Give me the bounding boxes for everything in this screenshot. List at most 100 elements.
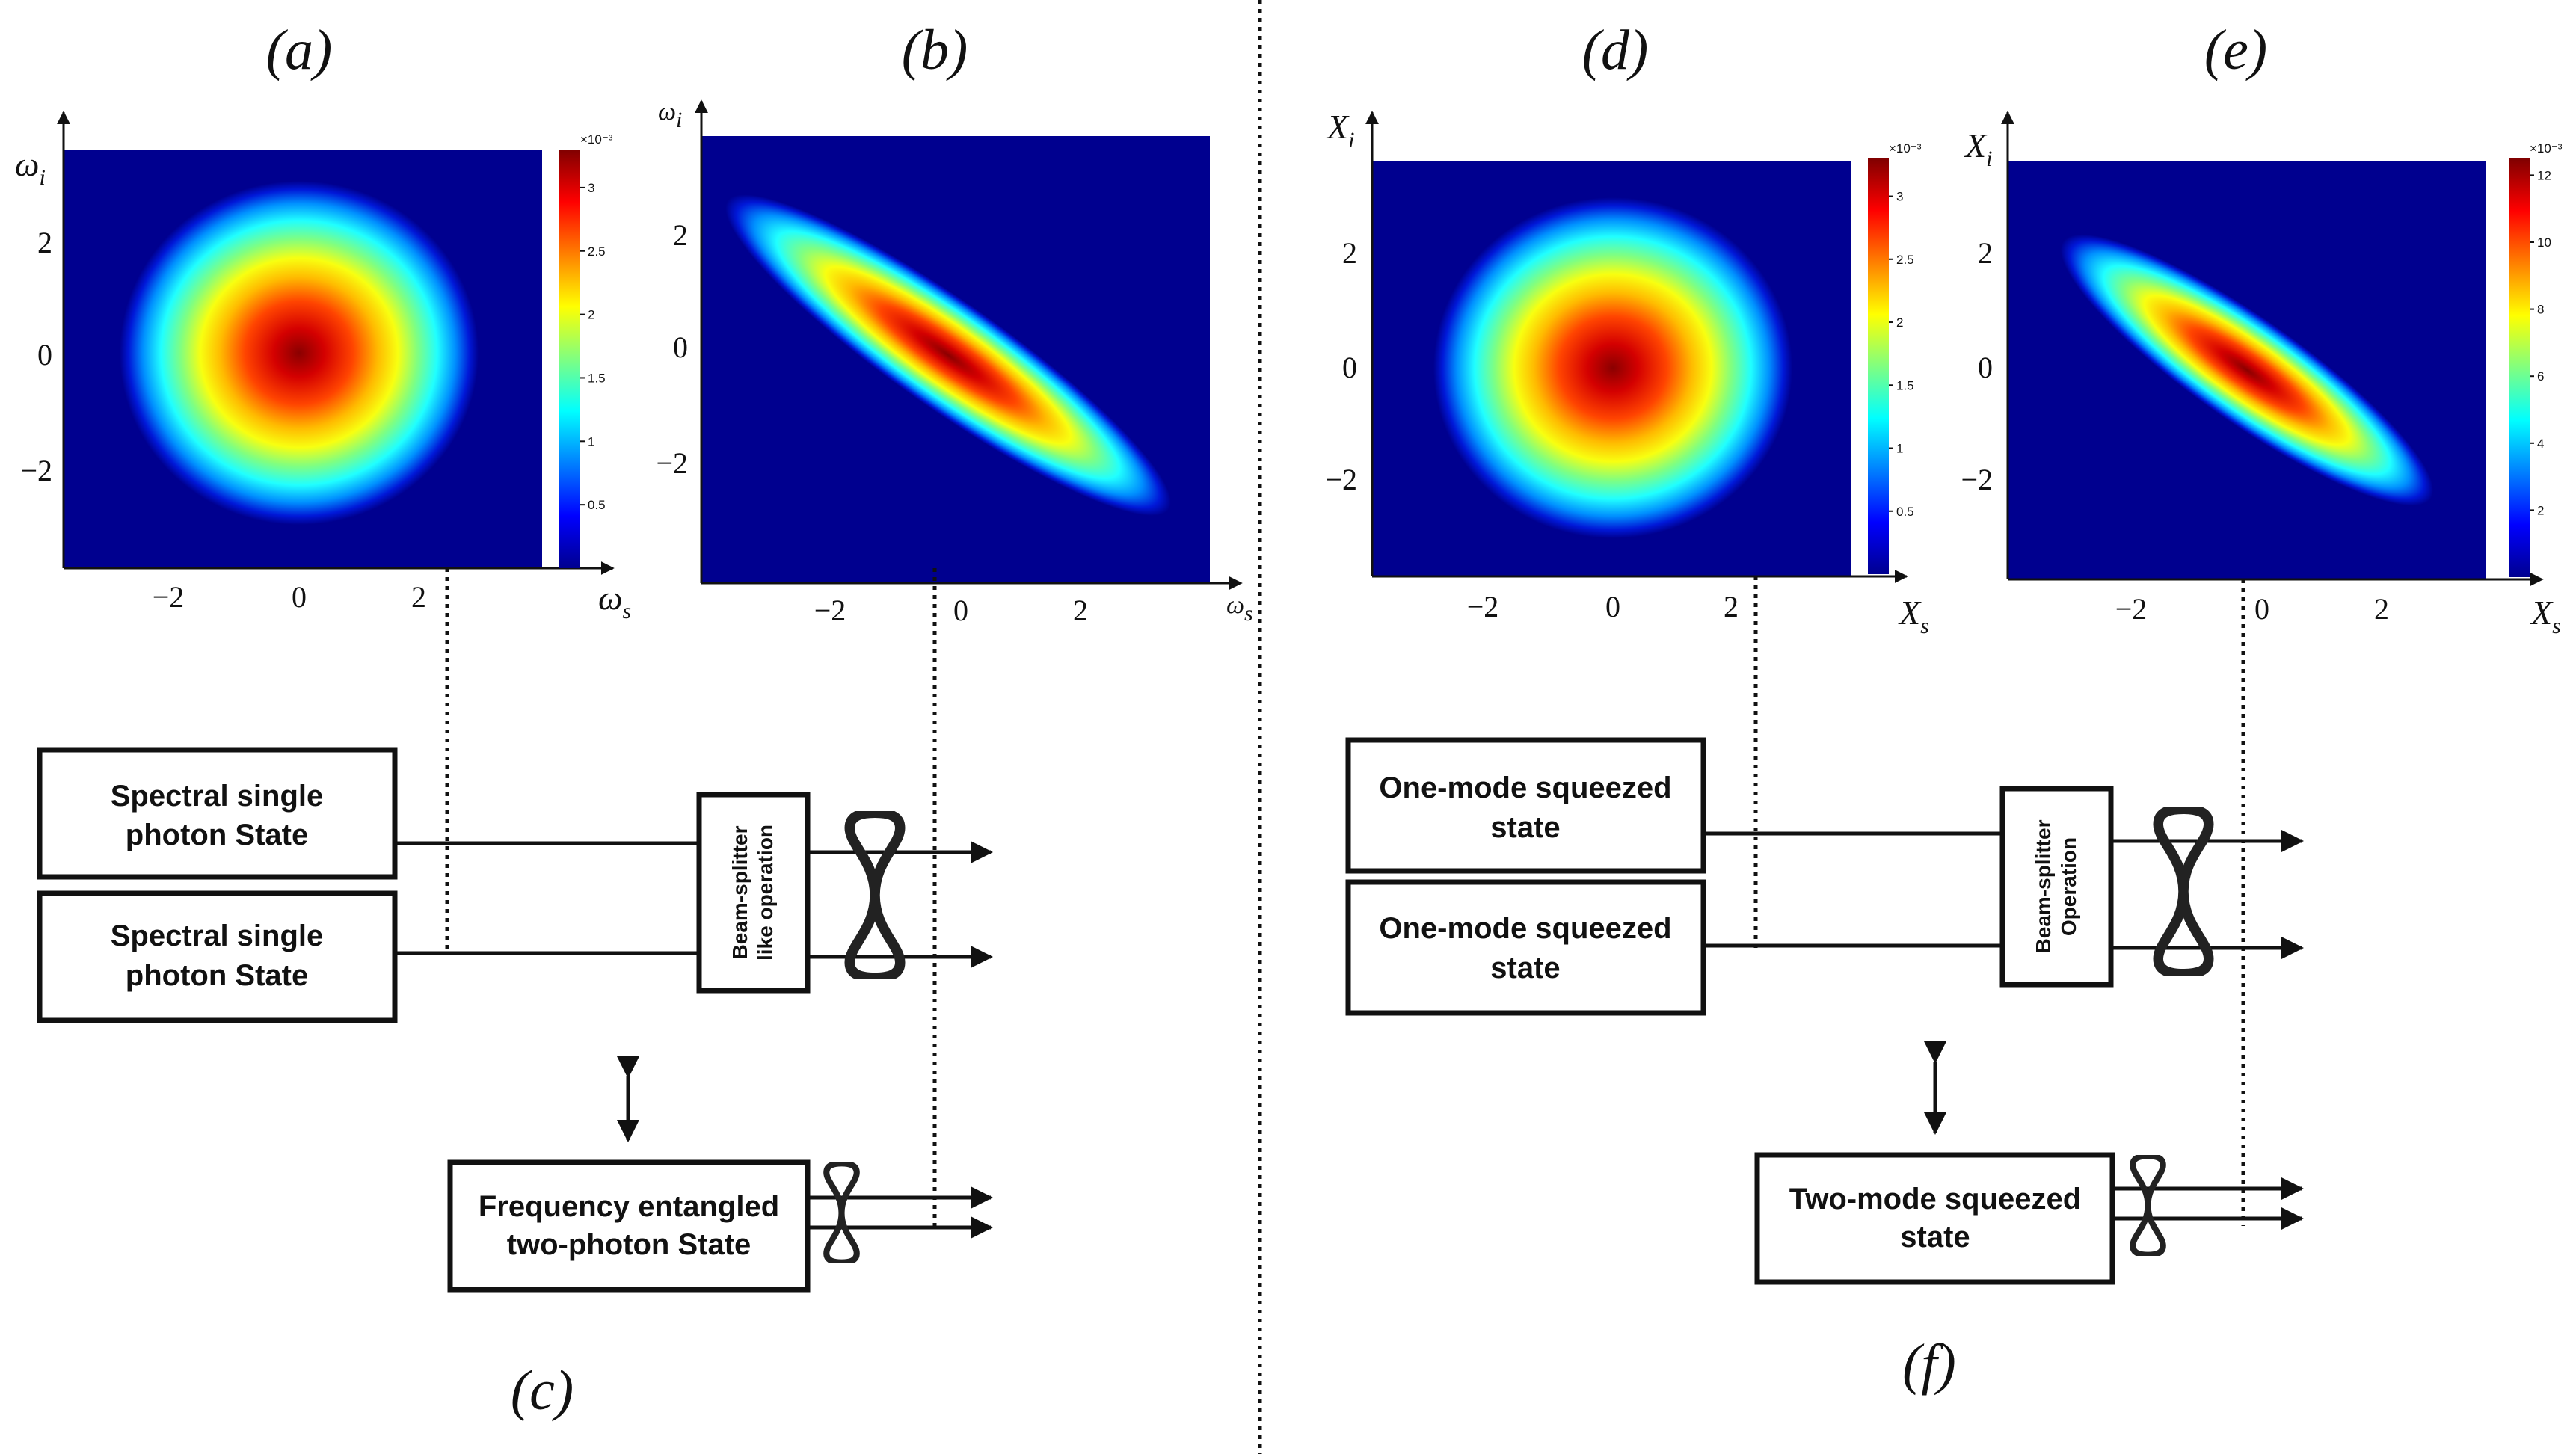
panel-label-f: (f) (1902, 1333, 1956, 1396)
panel-label-d: (d) (1582, 19, 1649, 81)
plot-e: Xi Xs 2 0 −2 −2 0 2 ×10⁻³ 12 10 8 6 4 2 (1961, 111, 2563, 638)
panel-label-a: (a) (266, 19, 333, 81)
plot-b-ytick-m2: −2 (656, 446, 688, 480)
colorbar-tick-label: 2.5 (588, 244, 606, 259)
colorbar-tick-label: 8 (2537, 303, 2544, 317)
plot-d-xtick-0: 0 (1605, 590, 1620, 623)
plot-b: ωi ωs 2 0 −2 −2 0 2 (656, 98, 1252, 627)
left-source-2-line-2: photon State (126, 959, 308, 992)
plot-a-xtick-m2: −2 (153, 580, 185, 614)
right-source-1-line-2: state (1490, 811, 1560, 844)
left-source-1-box (37, 747, 398, 880)
colorbar-tick-label: 12 (2537, 168, 2551, 182)
plot-e-xtick-0: 0 (2254, 592, 2269, 626)
plot-d-ytick-0: 0 (1342, 351, 1357, 384)
plot-e-colorbar-exponent: ×10⁻³ (2530, 141, 2563, 155)
plot-a-ytick-2: 2 (37, 226, 52, 259)
colorbar-tick-label: 0.5 (1896, 505, 1914, 519)
plot-b-xtick-0: 0 (953, 594, 968, 627)
infinity-entanglement-icon-small (826, 1163, 857, 1262)
plot-d-ytick-2: 2 (1342, 236, 1357, 270)
plot-b-y-label: ωi (658, 98, 682, 132)
left-beam-splitter-box (696, 792, 811, 994)
panel-label-e: (e) (2204, 19, 2267, 81)
left-result-line-2: two-photon State (507, 1228, 751, 1261)
colorbar-tick-label: 2 (2537, 503, 2544, 517)
diagram-left: Spectral single photon State Spectral si… (37, 568, 993, 1293)
plot-e-anticorrelated-gaussian (2060, 234, 2434, 506)
colorbar-tick-label: 1.5 (588, 371, 606, 385)
plot-a-ytick-0: 0 (37, 338, 52, 372)
plot-d-colorbar-exponent: ×10⁻³ (1889, 141, 1922, 155)
panel-label-c: (c) (511, 1359, 574, 1422)
plot-a-gaussian (120, 181, 479, 525)
right-beam-splitter-box (1999, 786, 2114, 988)
infinity-entanglement-icon-right-small (2133, 1156, 2163, 1254)
colorbar-tick-label: 1 (588, 434, 594, 449)
plot-a-xtick-0: 0 (292, 580, 307, 614)
left-source-1-line-1: Spectral single (111, 780, 324, 813)
right-result-line-1: Two-mode squeezed (1789, 1183, 2081, 1216)
plot-a-xtick-2: 2 (411, 580, 426, 614)
plot-e-ytick-2: 2 (1978, 236, 1993, 270)
plot-d-xtick-2: 2 (1724, 590, 1739, 623)
plot-a-y-label: ωi (15, 145, 46, 190)
colorbar-tick-label: 1 (1896, 442, 1903, 456)
left-beam-splitter-line-2: like operation (754, 825, 777, 961)
colorbar-tick-label: 2 (1896, 315, 1903, 330)
colorbar-tick-label: 1.5 (1896, 378, 1914, 392)
plot-a-colorbar: ×10⁻³ 3 2.5 2 1.5 1 0.5 (559, 132, 613, 568)
right-beam-splitter-line-1: Beam-splitter (2032, 819, 2055, 953)
colorbar-tick-label: 4 (2537, 437, 2544, 451)
plot-b-x-label: ωs (1226, 591, 1253, 626)
plot-a-ytick-m2: −2 (20, 454, 52, 487)
colorbar-tick-label: 2.5 (1896, 253, 1914, 267)
right-beam-splitter-line-2: Operation (2057, 837, 2080, 936)
right-source-2-line-2: state (1490, 952, 1560, 985)
plot-e-xtick-2: 2 (2374, 592, 2389, 626)
left-result-line-1: Frequency entangled (479, 1190, 779, 1223)
right-source-2-box (1345, 879, 1706, 1016)
right-source-2-line-1: One-mode squeezed (1379, 912, 1671, 945)
left-source-2-box (37, 890, 398, 1023)
right-result-box (1754, 1152, 2115, 1285)
colorbar-tick-label: 2 (588, 308, 594, 322)
plot-a: ωi ωs 2 0 −2 −2 0 2 ×10⁻³ 3 2.5 2 1.5 1 0.5 (15, 111, 631, 623)
plot-b-ytick-0: 0 (673, 330, 688, 364)
plot-b-ytick-2: 2 (673, 218, 688, 252)
plot-b-anticorrelated-gaussian (725, 194, 1171, 516)
colorbar-tick-label: 6 (2537, 369, 2544, 383)
plot-d-xtick-m2: −2 (1467, 590, 1499, 623)
plot-d: Xi Xs 2 0 −2 −2 0 2 ×10⁻³ 3 2.5 2 1.5 1 0.5 (1325, 108, 1928, 638)
right-result-line-2: state (1900, 1221, 1970, 1254)
plot-e-xtick-m2: −2 (2115, 592, 2148, 626)
infinity-entanglement-icon (849, 813, 900, 978)
colorbar-tick-label: 3 (1896, 190, 1903, 204)
colorbar-tick-label: 10 (2537, 235, 2551, 250)
plot-d-colorbar: ×10⁻³ 3 2.5 2 1.5 1 0.5 (1868, 141, 1922, 574)
plot-d-gaussian (1433, 197, 1792, 538)
left-source-1-line-2: photon State (126, 819, 308, 851)
plot-e-ytick-m2: −2 (1961, 463, 1993, 496)
plot-e-y-label: Xi (1964, 126, 1992, 171)
colorbar-tick-label: 3 (588, 181, 594, 195)
plot-a-colorbar-exponent: ×10⁻³ (580, 132, 613, 147)
plot-b-xtick-2: 2 (1073, 594, 1088, 627)
right-source-1-box (1345, 737, 1706, 874)
plot-d-y-label: Xi (1326, 108, 1354, 153)
right-source-1-line-1: One-mode squeezed (1379, 771, 1671, 804)
left-result-box (447, 1159, 811, 1293)
plot-d-ytick-m2: −2 (1325, 463, 1357, 496)
plot-e-colorbar: ×10⁻³ 12 10 8 6 4 2 (2509, 141, 2563, 577)
panel-label-b: (b) (902, 19, 968, 81)
left-source-2-line-1: Spectral single (111, 919, 324, 952)
plot-a-x-label: ωs (598, 579, 631, 623)
plot-e-ytick-0: 0 (1978, 351, 1993, 384)
plot-b-xtick-m2: −2 (814, 594, 846, 627)
plot-e-x-label: Xs (2530, 594, 2561, 638)
plot-d-x-label: Xs (1898, 594, 1929, 638)
colorbar-tick-label: 0.5 (588, 498, 606, 512)
left-beam-splitter-line-1: Beam-splitter (728, 825, 751, 959)
diagram-right: One-mode squeezed state One-mode squeeze… (1345, 576, 2304, 1285)
